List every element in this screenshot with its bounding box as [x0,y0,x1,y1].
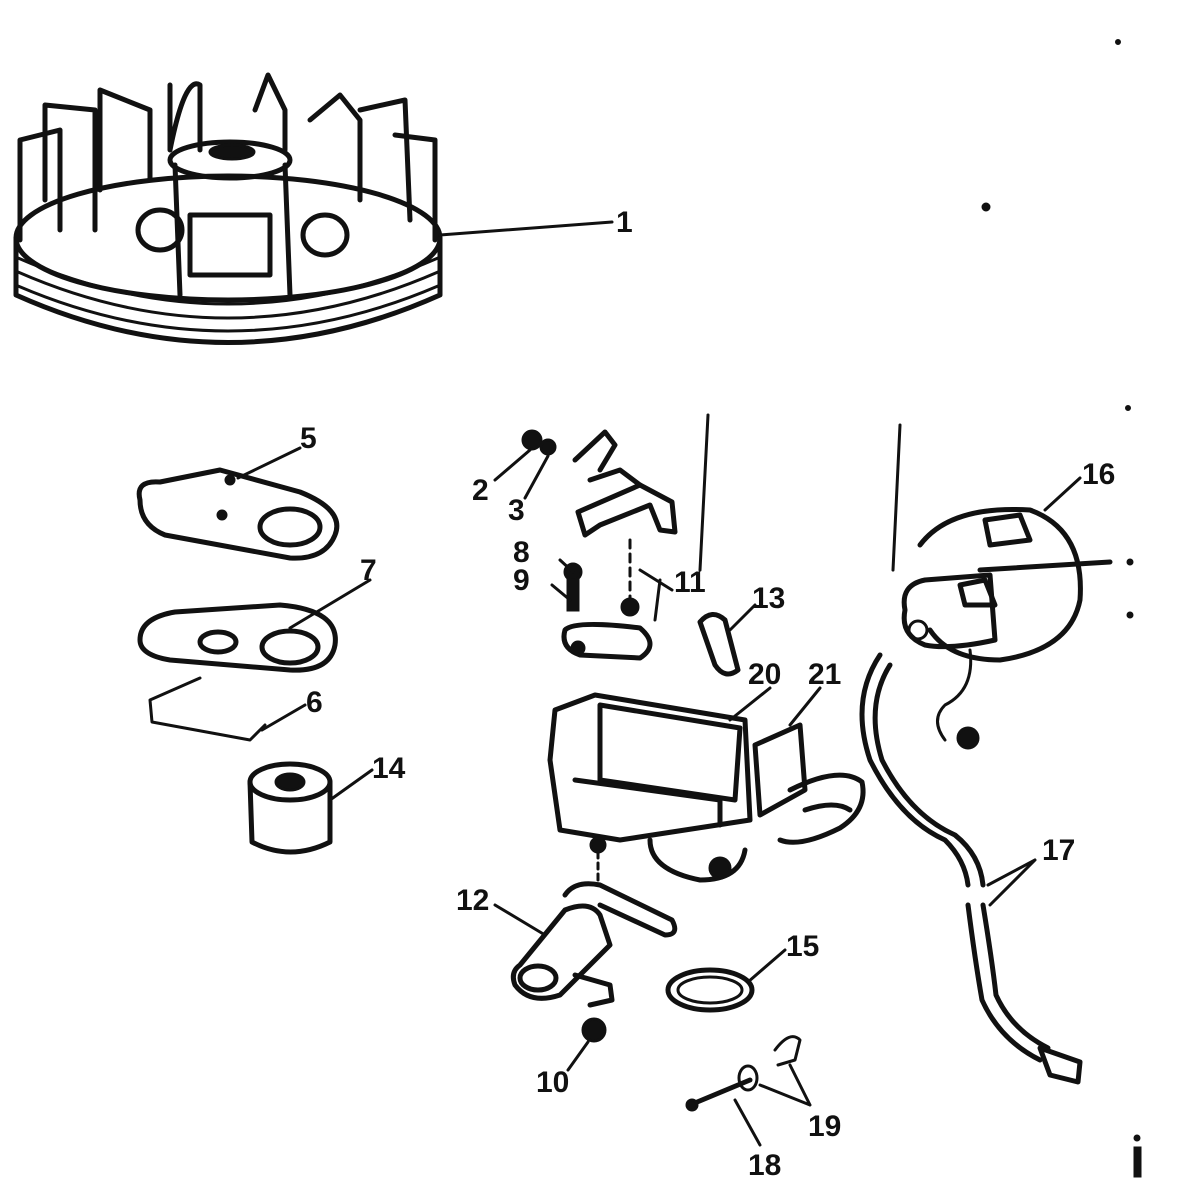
callout-10: 10 [536,1066,569,1099]
callout-11: 11 [674,566,706,599]
callout-18: 18 [748,1149,781,1182]
callout-9: 9 [513,564,530,597]
part-gasket-6 [148,676,307,742]
part-lead-wire-17 [859,652,1083,1085]
callout-19: 19 [808,1110,841,1143]
part-stator-20 [547,686,772,883]
callout-7: 7 [360,554,377,587]
callout-16: 16 [1082,458,1115,491]
callout-15: 15 [786,930,819,963]
callout-6: 6 [306,686,323,719]
callout-2: 2 [472,474,489,507]
callout-12: 12 [456,884,489,917]
callout-20: 20 [748,658,781,691]
part-ring-15 [665,948,787,1013]
part-breaker-points-11 [561,413,710,661]
callout-3: 3 [508,494,525,527]
callout-14: 14 [372,752,406,785]
part-plate-5 [136,446,340,561]
part-gasket-7 [137,578,372,673]
part-screw-18-19 [685,1035,812,1147]
part-cam-12 [493,881,678,1008]
part-coil-21 [752,686,866,845]
callout-5: 5 [300,422,317,455]
part-ignition-coil-16 [891,423,1113,750]
callout-8: 8 [513,536,530,569]
callout-1: 1 [616,206,633,239]
part-flywheel [13,72,614,345]
part-bushing-14 [247,761,374,855]
callout-17: 17 [1042,834,1075,867]
part-clip-13 [697,603,757,677]
callout-21: 21 [808,658,841,691]
part-nut-10 [566,1017,607,1072]
part-screw-8-9 [550,558,583,612]
part-screw-2-3 [493,429,557,500]
scan-specks [981,39,1142,1178]
callout-13: 13 [752,582,785,615]
